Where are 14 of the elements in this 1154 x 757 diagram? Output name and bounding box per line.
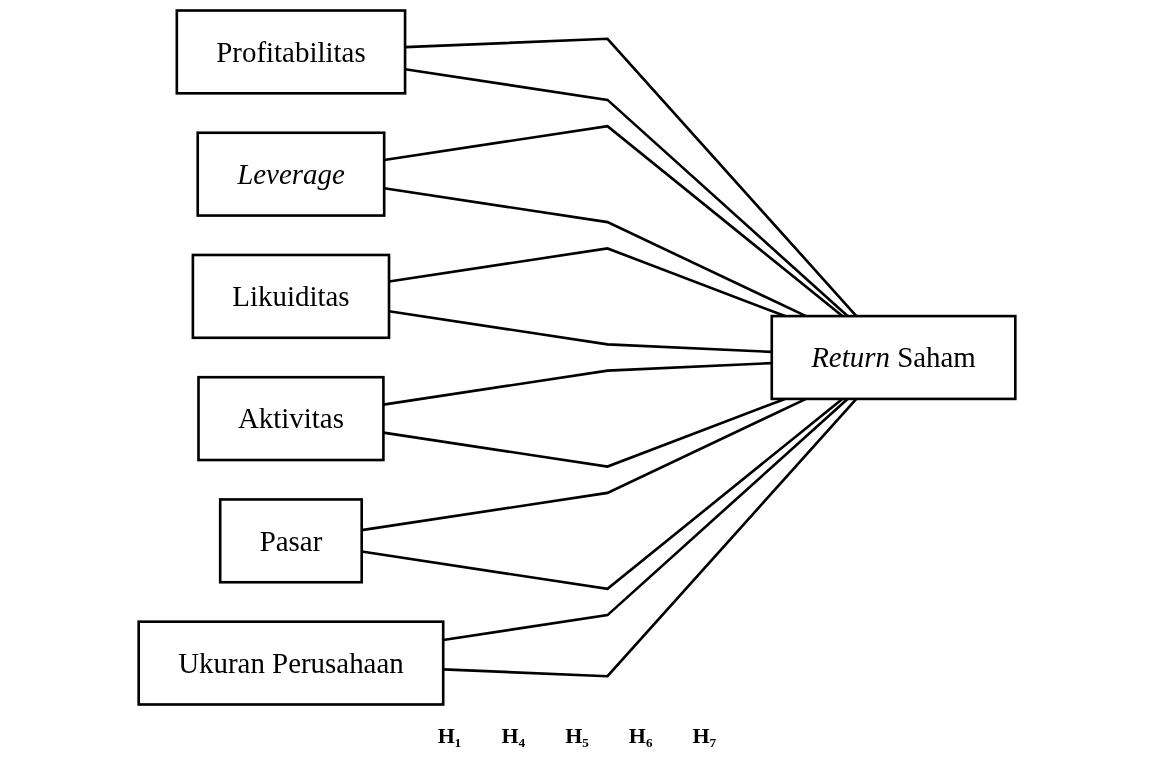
hypothesis-label: H₅ — [565, 723, 589, 749]
connector — [383, 361, 772, 406]
node-box: Leverage — [196, 131, 386, 217]
node-box: Likuiditas — [191, 253, 391, 340]
node-box: Aktivitas — [197, 375, 385, 462]
node-box: Pasar — [218, 498, 363, 584]
connector — [443, 398, 858, 678]
node-box: Ukuran Perusahaan — [137, 620, 445, 706]
node-box: Profitabilitas — [175, 9, 407, 95]
hypothesis-label: H₇ — [692, 723, 717, 749]
hypothesis-label: H₆ — [628, 723, 653, 749]
node-box: Return Saham — [770, 314, 1017, 401]
hypothesis-label: H₁ — [437, 723, 462, 749]
hypothesis-label: H₄ — [501, 723, 526, 749]
